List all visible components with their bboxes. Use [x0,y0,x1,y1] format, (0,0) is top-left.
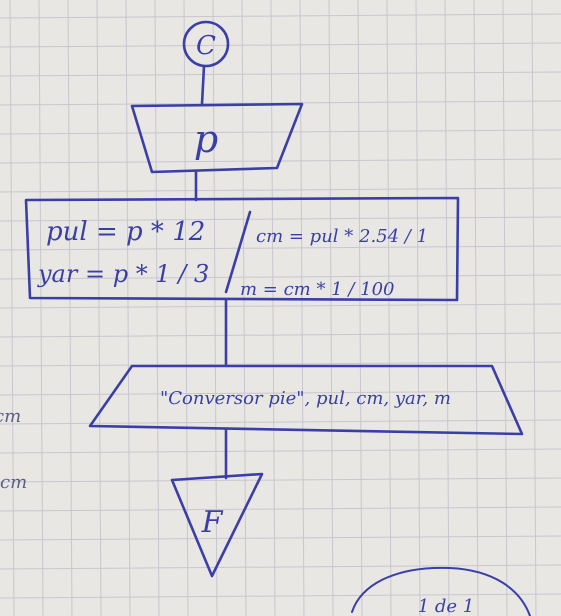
grid-line-horizontal [0,564,561,570]
process-line-cm: cm = pul * 2.54 / 1 [256,226,428,247]
grid-line-horizontal [0,42,561,48]
process-line-m: m = cm * 1 / 100 [240,279,395,300]
grid-line-horizontal [0,303,561,309]
grid-line-horizontal [0,448,561,454]
bottom-fragment-label: 1 de 1 [418,596,475,616]
grid-line-vertical [96,0,102,616]
margin-note-1: cm [0,406,21,427]
grid-line-horizontal [0,245,561,251]
grid-line-horizontal [0,419,561,425]
start-connector-label: C [196,31,216,61]
grid-line-vertical [212,0,218,616]
start-connector [182,20,230,68]
grid-line-horizontal [0,390,561,396]
grid-line-vertical [473,0,479,616]
input-shape [130,102,304,174]
grid-line-horizontal [0,71,561,77]
grid-line-vertical [241,0,247,616]
grid-line-vertical [386,0,392,616]
grid-line-vertical [270,0,276,616]
connector-line-1 [200,64,206,106]
grid-line-horizontal [0,216,561,222]
grid-line-vertical [183,0,189,616]
grid-line-horizontal [0,477,561,483]
grid-line-vertical [357,0,363,616]
grid-line-horizontal [0,129,561,135]
output-label: "Conversor pie", pul, cm, yar, m [160,388,451,409]
end-connector-label: F [201,505,224,540]
grid-line-horizontal [0,332,561,338]
process-line-yar: yar = p * 1 / 3 [37,260,209,288]
grid-line-horizontal [0,187,561,193]
margin-note-2: cm [0,472,27,493]
grid-line-vertical [415,0,421,616]
process-divider [224,210,252,294]
grid-line-horizontal [0,13,561,19]
grid-line-horizontal [0,535,561,541]
grid-line-vertical [531,0,537,616]
grid-line-vertical [125,0,131,616]
grid-line-horizontal [0,274,561,280]
end-connector [170,472,264,578]
grid-line-vertical [299,0,305,616]
grid-line-vertical [328,0,334,616]
grid-line-horizontal [0,593,561,599]
grid-line-vertical [154,0,160,616]
input-label: p [194,117,218,161]
grid-line-horizontal [0,506,561,512]
grid-line-vertical [502,0,508,616]
process-line-pul: pul = p * 12 [46,217,205,247]
bottom-connector-fragment [351,566,531,616]
grid-line-horizontal [0,361,561,367]
grid-line-vertical [444,0,450,616]
output-shape [88,364,524,436]
process-box [24,196,460,302]
